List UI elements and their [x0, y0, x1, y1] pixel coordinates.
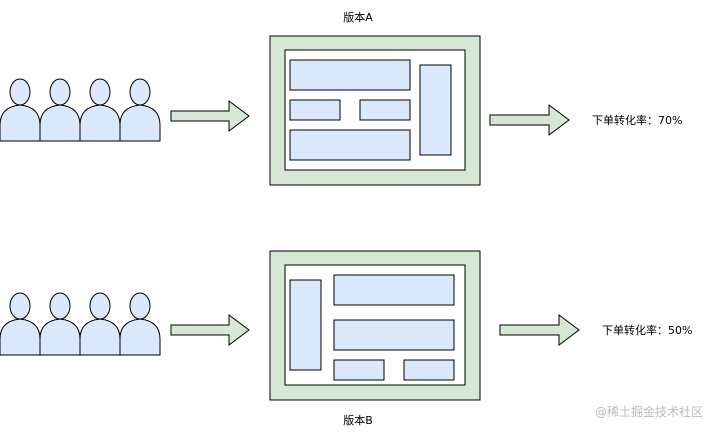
- arrow-right-icon: [499, 314, 580, 346]
- layout-block: [289, 99, 341, 121]
- user-icon: [39, 78, 81, 142]
- layout-block: [333, 319, 455, 351]
- page-layout-b: [269, 250, 481, 401]
- conversion-rate-b: 下单转化率：50%: [602, 323, 692, 337]
- watermark: @稀土掘金技术社区: [595, 404, 703, 419]
- conversion-rate-a: 下单转化率：70%: [592, 113, 682, 127]
- layout-block: [333, 359, 385, 381]
- user-group-b: [0, 292, 161, 356]
- variant-a-label: 版本A: [343, 10, 373, 24]
- layout-block: [333, 274, 455, 306]
- user-icon: [39, 292, 81, 356]
- variant-b: 下单转化率：50% 版本B: [0, 250, 692, 427]
- user-icon: [119, 78, 161, 142]
- user-icon: [0, 292, 41, 356]
- user-group-a: [0, 78, 161, 142]
- variant-a: 版本A: [0, 10, 682, 186]
- user-icon: [119, 292, 161, 356]
- user-icon: [79, 78, 121, 142]
- layout-block: [289, 129, 411, 161]
- layout-block: [403, 359, 455, 381]
- user-icon: [79, 292, 121, 356]
- arrow-right-icon: [170, 100, 250, 132]
- arrow-right-icon: [170, 314, 250, 346]
- layout-block: [289, 59, 411, 91]
- page-layout-a: [269, 35, 481, 186]
- variant-b-label: 版本B: [343, 413, 373, 427]
- layout-block: [289, 279, 322, 371]
- layout-block: [359, 99, 411, 121]
- layout-block: [419, 64, 452, 156]
- arrow-right-icon: [489, 104, 570, 136]
- user-icon: [0, 78, 41, 142]
